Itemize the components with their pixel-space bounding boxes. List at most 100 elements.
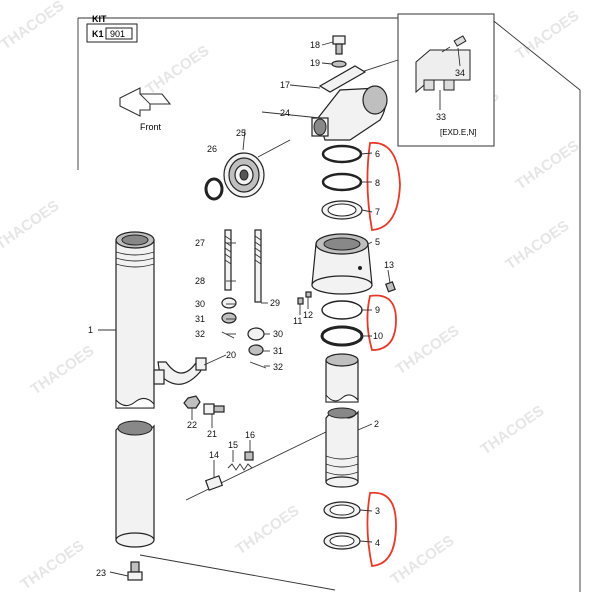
callout-34: 34 bbox=[455, 68, 465, 78]
callout-22: 22 bbox=[187, 420, 197, 430]
watermark: THACOES bbox=[233, 502, 303, 558]
callout-11: 11 bbox=[293, 316, 302, 326]
part-bracket-17 bbox=[318, 65, 367, 93]
callout-14: 14 bbox=[209, 450, 219, 460]
part-pulley-25 bbox=[223, 152, 265, 198]
highlight-group bbox=[366, 142, 401, 567]
callout-32b: 32 bbox=[273, 362, 283, 372]
kit-row-value: 901 bbox=[110, 29, 125, 39]
front-label: Front bbox=[140, 122, 162, 132]
callout-1: 1 bbox=[88, 325, 93, 335]
callout-3: 3 bbox=[375, 506, 380, 516]
callout-9: 9 bbox=[375, 305, 380, 315]
watermark: THACOES bbox=[0, 197, 62, 253]
kit-code-box bbox=[105, 27, 133, 40]
part-washer-31b bbox=[248, 344, 264, 356]
part-rod-left bbox=[224, 229, 232, 291]
callout-12: 12 bbox=[303, 310, 313, 320]
part-pipe-upper bbox=[115, 231, 155, 409]
callout-5: 5 bbox=[375, 237, 380, 247]
part-pipe-lower bbox=[115, 420, 155, 548]
highlight-ring-6-8-7 bbox=[366, 142, 401, 231]
part-housing-5 bbox=[311, 233, 373, 295]
watermark: THACOES bbox=[18, 537, 88, 593]
callout-27: 27 bbox=[195, 238, 205, 248]
callout-7: 7 bbox=[375, 207, 380, 217]
callout-25: 25 bbox=[236, 128, 246, 138]
callout-4: 4 bbox=[375, 538, 380, 548]
watermark: THACOES bbox=[513, 137, 583, 193]
callout-17: 17 bbox=[280, 80, 290, 90]
watermark: THACOES bbox=[513, 7, 583, 63]
watermark-layer: THACOES THACOES THACOES THACOES THACOES … bbox=[0, 0, 582, 593]
callout-31a: 31 bbox=[195, 314, 205, 324]
watermark: THACOES bbox=[478, 402, 548, 458]
part-ring-26 bbox=[204, 177, 224, 201]
callout-16: 16 bbox=[245, 430, 255, 440]
watermark: THACOES bbox=[388, 532, 458, 588]
highlight-ring-3-4 bbox=[366, 491, 397, 567]
part-ring-7 bbox=[321, 200, 363, 220]
kit-title: KIT bbox=[92, 14, 107, 24]
part-rod-right bbox=[254, 229, 262, 303]
part-washer-19 bbox=[331, 60, 347, 68]
watermark: THACOES bbox=[0, 0, 67, 53]
part-plug-16 bbox=[244, 451, 254, 461]
callout-15: 15 bbox=[228, 440, 238, 450]
callout-26: 26 bbox=[207, 144, 217, 154]
watermark: THACOES bbox=[143, 42, 213, 98]
part-sleeve-upper bbox=[325, 353, 359, 403]
callout-33: 33 bbox=[436, 112, 446, 122]
callout-13: 13 bbox=[384, 260, 394, 270]
part-ring-10 bbox=[320, 325, 364, 347]
callout-23: 23 bbox=[96, 568, 106, 578]
part-sleeve-lower bbox=[325, 407, 359, 488]
part-nut-22 bbox=[183, 395, 201, 409]
part-bolt-18 bbox=[332, 35, 346, 55]
part-elbow-24 bbox=[311, 85, 388, 141]
bracket-icon bbox=[415, 49, 471, 94]
callout-numbers: 1 2 3 4 5 6 7 8 9 10 11 12 13 14 15 16 1… bbox=[88, 40, 465, 578]
callout-28: 28 bbox=[195, 276, 205, 286]
part-ring-3 bbox=[323, 501, 361, 519]
highlight-ring-9-10 bbox=[366, 294, 397, 351]
callout-31b: 31 bbox=[273, 346, 283, 356]
callout-32a: 32 bbox=[195, 329, 205, 339]
part-nut-30a bbox=[221, 297, 237, 309]
part-screw-13 bbox=[385, 281, 396, 293]
inset-box: [EXD.E,N] bbox=[397, 13, 495, 147]
callout-20: 20 bbox=[226, 350, 236, 360]
callout-30a: 30 bbox=[195, 299, 205, 309]
callout-leaders bbox=[98, 41, 461, 577]
front-arrow-icon: Front bbox=[119, 87, 172, 132]
watermark: THACOES bbox=[28, 342, 98, 398]
callout-21: 21 bbox=[207, 429, 217, 439]
part-ring-6 bbox=[321, 144, 363, 164]
part-ring-8 bbox=[321, 172, 363, 192]
part-pin-32b bbox=[249, 361, 267, 369]
part-plug-bolt bbox=[127, 561, 143, 581]
part-fitting-14 bbox=[204, 475, 224, 491]
part-seal-9 bbox=[321, 300, 363, 320]
kit-row-label: K1 bbox=[92, 29, 104, 39]
part-nut-30b bbox=[247, 327, 265, 341]
callout-2: 2 bbox=[374, 419, 379, 429]
callout-30b: 30 bbox=[273, 329, 283, 339]
part-bolt-21 bbox=[203, 403, 225, 415]
callout-19: 19 bbox=[310, 58, 320, 68]
kit-box: KIT K1 901 bbox=[86, 14, 138, 43]
part-screw-11 bbox=[297, 297, 304, 305]
inset-label: [EXD.E,N] bbox=[440, 128, 476, 137]
part-spring-15 bbox=[227, 463, 253, 471]
watermark: THACOES bbox=[503, 217, 573, 273]
watermark: THACOES bbox=[393, 322, 463, 378]
bolt-icon bbox=[441, 35, 467, 53]
callout-8: 8 bbox=[375, 178, 380, 188]
part-washer-31a bbox=[221, 312, 237, 324]
callout-29: 29 bbox=[270, 298, 280, 308]
part-ring-4 bbox=[323, 532, 361, 550]
callout-6: 6 bbox=[375, 149, 380, 159]
part-clamp bbox=[153, 357, 207, 385]
callout-24: 24 bbox=[280, 108, 290, 118]
